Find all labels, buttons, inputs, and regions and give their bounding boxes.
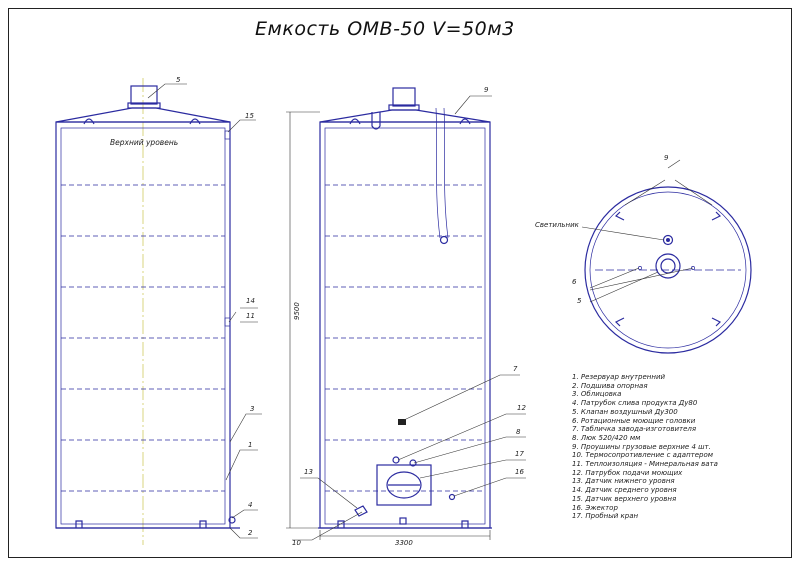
legend-item: 2. Подшива опорная (572, 381, 648, 390)
legend-item: 14. Датчик среднего уровня (572, 486, 677, 495)
legend-item: 3. Облицовка (572, 390, 622, 399)
legend-item: 5. Клапан воздушный Ду300 (572, 407, 678, 416)
legend-item: 11. Теплоизоляция - Минеральная вата (572, 460, 718, 469)
legend-item: 10. Термосопротивление с адаптером (572, 451, 714, 460)
callout-15: 15 (245, 112, 254, 120)
legend-item: 9. Проушины грузовые верхние 4 шт. (572, 442, 711, 451)
front-view: 9500 3300 (286, 87, 492, 547)
callout-6: 6 (572, 278, 577, 286)
legend-item: 15. Датчик верхнего уровня (572, 494, 677, 503)
callout-17: 17 (515, 450, 524, 458)
legend-item: 16. Эжектор (572, 503, 618, 512)
top-air-valve (655, 253, 681, 279)
callout-13: 13 (304, 468, 313, 476)
drawing-title: Емкость ОМВ-50 V=50м3 (255, 18, 515, 40)
callout-2: 2 (248, 529, 253, 537)
front-tank-body (319, 121, 491, 529)
manhole-icon (386, 471, 422, 499)
callout-16: 16 (515, 468, 524, 476)
callout-3: 3 (250, 405, 254, 413)
callout-5-left: 5 (176, 76, 181, 84)
callout-10: 10 (292, 539, 301, 547)
top-view (584, 179, 752, 354)
callout-9-top: 9 (664, 154, 669, 162)
legend-item: 17. Пробный кран (572, 512, 639, 521)
front-air-valve (392, 87, 416, 107)
callout-14: 14 (246, 297, 255, 305)
callout-7: 7 (513, 365, 518, 373)
callout-9-front: 9 (484, 86, 489, 94)
legend-item: 7. Табличка завода-изготовителя (572, 425, 697, 434)
upper-level-label: Верхний уровень (110, 138, 178, 147)
callout-11: 11 (246, 312, 255, 320)
callout-12: 12 (517, 404, 526, 412)
washing-head (371, 112, 381, 130)
legend-item: 12. Патрубок подачи моющих (572, 468, 683, 477)
callout-1: 1 (248, 441, 252, 449)
legend-item: 8. Люк 520/420 мм (572, 433, 641, 442)
parts-legend: 1. Резервуар внутренний 2. Подшива опорн… (572, 373, 787, 521)
top-view-outer-circle (584, 186, 752, 354)
legend-item: 13. Датчик нижнего уровня (572, 477, 675, 486)
height-dimension: 9500 (293, 302, 301, 320)
callout-8: 8 (516, 428, 521, 436)
lamp-label: Светильник (535, 221, 580, 229)
left-air-valve (130, 85, 158, 105)
callouts: 5 15 Верхний уровень 14 11 3 1 4 2 9 7 1… (110, 76, 694, 547)
width-dimension: 3300 (395, 539, 413, 547)
left-side-view (55, 78, 240, 545)
manhole-frame (376, 464, 432, 506)
manufacturer-plate (398, 419, 406, 425)
callout-5-top: 5 (577, 297, 582, 305)
legend-item: 1. Резервуар внутренний (572, 373, 666, 381)
legend-item: 6. Ротационные моющие головки (572, 416, 696, 425)
cip-pipe (435, 107, 441, 239)
legend-item: 4. Патрубок слива продукта Ду80 (572, 399, 698, 408)
callout-4: 4 (248, 501, 252, 509)
drawing-frame (8, 8, 792, 558)
